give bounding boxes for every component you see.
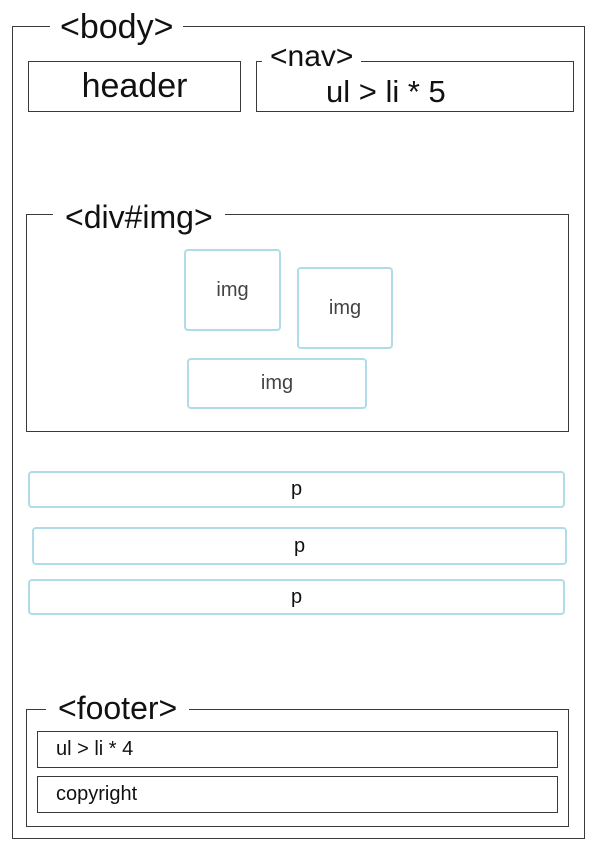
nav-label: <nav> (262, 42, 362, 72)
image-label: img (216, 278, 249, 301)
footer-list-box: ul > li * 4 (37, 731, 558, 768)
body-frame (12, 26, 585, 839)
copyright-label: copyright (56, 783, 138, 805)
paragraph-box: p (28, 579, 565, 615)
paragraph-box: p (32, 527, 567, 565)
div-img-box (26, 214, 569, 432)
image-label: img (328, 296, 362, 319)
paragraph-label: p (290, 585, 303, 608)
body-label: <body> (50, 10, 184, 44)
image-label: img (260, 372, 294, 394)
footer-label: <footer> (46, 692, 190, 724)
nav-box (256, 61, 574, 112)
div-img-label: <div#img> (53, 201, 225, 233)
footer-box (26, 709, 569, 827)
nav-content: ul > li * 5 (326, 74, 446, 109)
footer-list-label: ul > li * 4 (56, 738, 134, 760)
image-placeholder: img (297, 267, 393, 349)
image-placeholder: img (187, 358, 367, 409)
paragraph-label: p (293, 534, 306, 557)
paragraph-label: p (290, 478, 303, 500)
header-label: header (81, 67, 188, 105)
header-box: header (28, 61, 241, 112)
paragraph-box: p (28, 471, 565, 508)
image-placeholder: img (184, 249, 281, 331)
copyright-box: copyright (37, 776, 558, 813)
